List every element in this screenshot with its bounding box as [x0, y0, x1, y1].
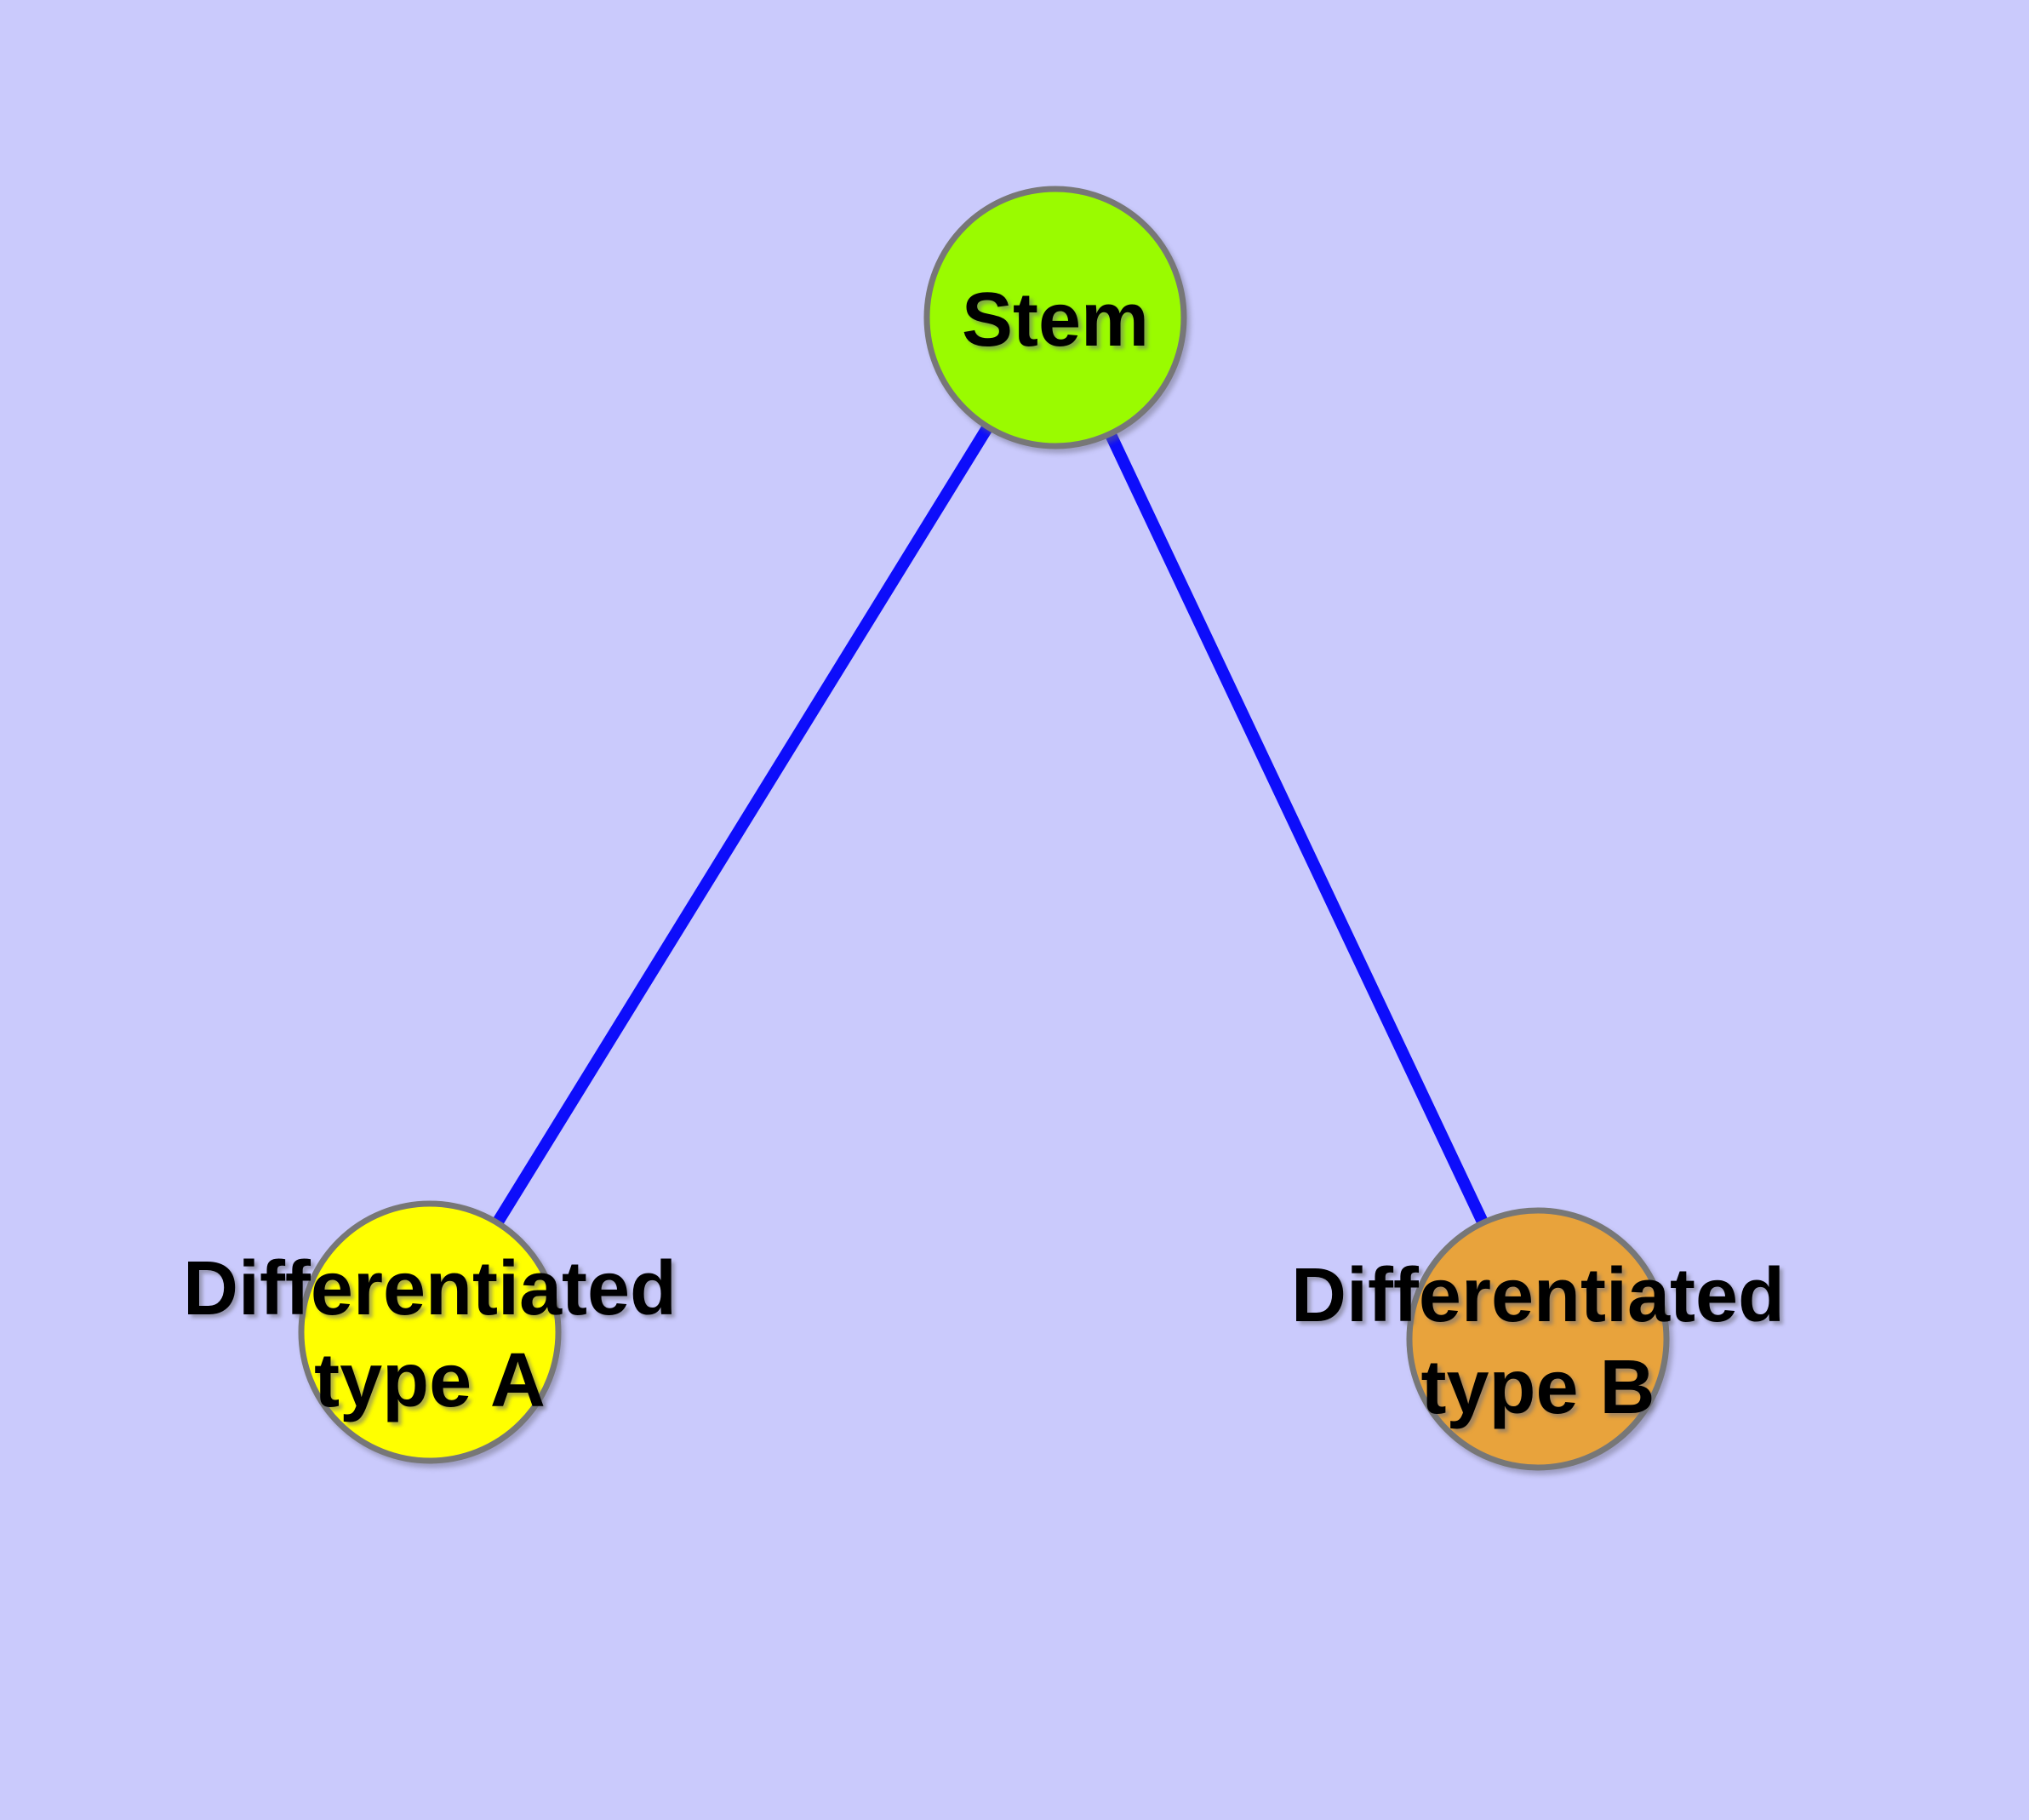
edge-stem-to-type-b — [1049, 315, 1544, 1342]
node-stem-label: Stem — [962, 278, 1149, 363]
node-type-a-label-line-2: type A — [314, 1338, 546, 1423]
node-type-a-label-line-1: Differentiated — [183, 1246, 677, 1331]
node-type-b-circle — [1406, 1207, 1670, 1471]
edge-stem-to-type-a — [425, 314, 1060, 1336]
node-type-a-circle — [298, 1200, 562, 1464]
node-type-b-label-line-2: type B — [1420, 1345, 1655, 1430]
node-stem-circle — [923, 186, 1187, 449]
node-type-b-label-line-1: Differentiated — [1291, 1253, 1785, 1338]
